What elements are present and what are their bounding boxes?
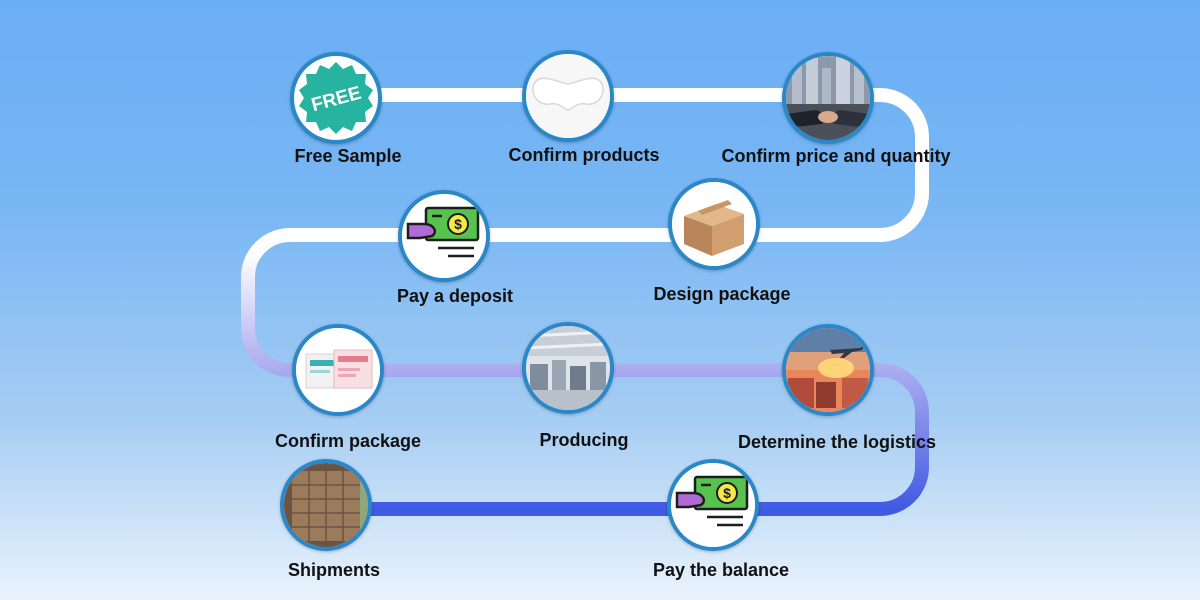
step-shipments: Shipments	[214, 459, 454, 580]
factory-icon	[526, 326, 610, 410]
handshake-icon	[786, 56, 870, 140]
step-free-sample: FREE Free Sample	[218, 52, 458, 166]
step-node	[280, 459, 372, 551]
svg-text:$: $	[454, 216, 462, 232]
step-label: Design package	[653, 284, 791, 304]
step-node: $	[398, 190, 490, 282]
step-pay-deposit: $ Pay a deposit	[334, 190, 574, 306]
product-package-icon	[296, 328, 380, 412]
step-label: Confirm products	[508, 145, 660, 165]
step-node	[292, 324, 384, 416]
step-confirm-price: Confirm price and quantity	[721, 52, 962, 166]
payment-icon: $	[671, 463, 755, 547]
step-label: Confirm package	[274, 431, 422, 451]
svg-text:$: $	[723, 485, 731, 501]
step-node	[522, 50, 614, 142]
step-node: FREE	[290, 52, 382, 144]
step-producing: Producing	[464, 322, 704, 450]
step-node	[522, 322, 614, 414]
step-confirm-package: Confirm package	[228, 324, 468, 451]
step-node	[782, 324, 874, 416]
payment-icon: $	[402, 194, 486, 278]
step-label: Pay a deposit	[396, 286, 514, 306]
step-label: Pay the balance	[652, 560, 790, 580]
step-design-package: Design package	[598, 178, 838, 304]
step-label: Free Sample	[294, 146, 402, 166]
nose-strip-icon	[526, 54, 610, 138]
free-badge-icon: FREE	[299, 62, 373, 134]
step-label: Shipments	[287, 560, 381, 580]
container-icon	[284, 463, 368, 547]
step-label: Determine the logistics	[737, 432, 937, 452]
step-label: Producing	[539, 430, 629, 450]
airplane-shipping-icon	[786, 328, 870, 412]
step-confirm-products: Confirm products	[452, 50, 692, 165]
step-node: $	[667, 459, 759, 551]
step-pay-balance: $ Pay the balance	[601, 459, 841, 580]
step-label: Confirm price and quantity	[721, 146, 951, 166]
step-logistics: Determine the logistics	[718, 324, 958, 452]
step-node	[782, 52, 874, 144]
cardboard-box-icon	[672, 182, 756, 266]
step-node	[668, 178, 760, 270]
